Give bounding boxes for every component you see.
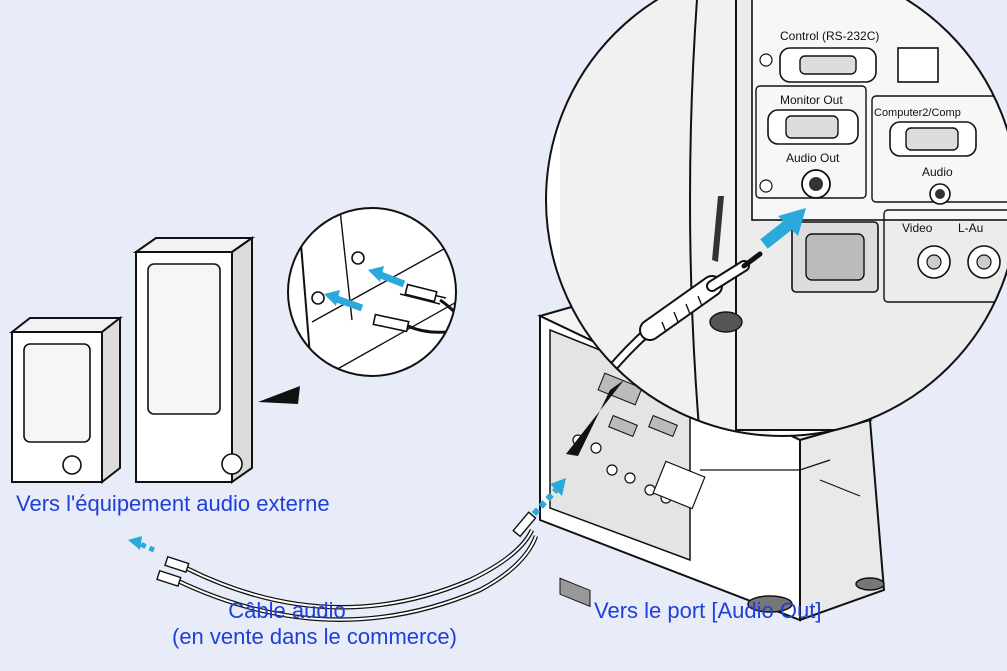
caption-cable-line2: (en vente dans le commerce) <box>172 624 457 649</box>
label-computer2: Computer2/Comp <box>874 107 961 119</box>
label-audio-out: Audio Out <box>786 151 840 165</box>
port-block <box>559 577 591 608</box>
arrow-to-projector <box>531 478 566 517</box>
mini-plug <box>512 511 537 538</box>
caption-audio-out-port: Vers le port [Audio Out] <box>594 598 822 623</box>
caption-cable-line1: Câble audio <box>228 598 346 623</box>
speaker-right <box>132 236 256 484</box>
audio-cable <box>156 511 539 622</box>
caption-audio-cable: Câble audio (en vente dans le commerce) <box>172 598 457 650</box>
rca-plug-1 <box>164 555 190 574</box>
zoom-pointer <box>566 380 624 456</box>
audio-out-zoom: Control (RS-232C) Monitor Out Audio Out … <box>545 0 1007 437</box>
label-control: Control (RS-232C) <box>780 29 879 43</box>
arrow-to-equipment <box>128 536 155 553</box>
label-l-audio: L-Au <box>958 221 983 235</box>
caption-external-equipment: Vers l'équipement audio externe <box>16 491 330 516</box>
label-monitor-out: Monitor Out <box>780 93 843 107</box>
speaker-input-detail <box>287 207 457 377</box>
speaker-left <box>9 315 123 485</box>
rca-plug-2 <box>156 569 182 588</box>
detail-pointer <box>258 386 300 404</box>
label-video: Video <box>902 221 933 235</box>
label-audio: Audio <box>922 165 953 179</box>
